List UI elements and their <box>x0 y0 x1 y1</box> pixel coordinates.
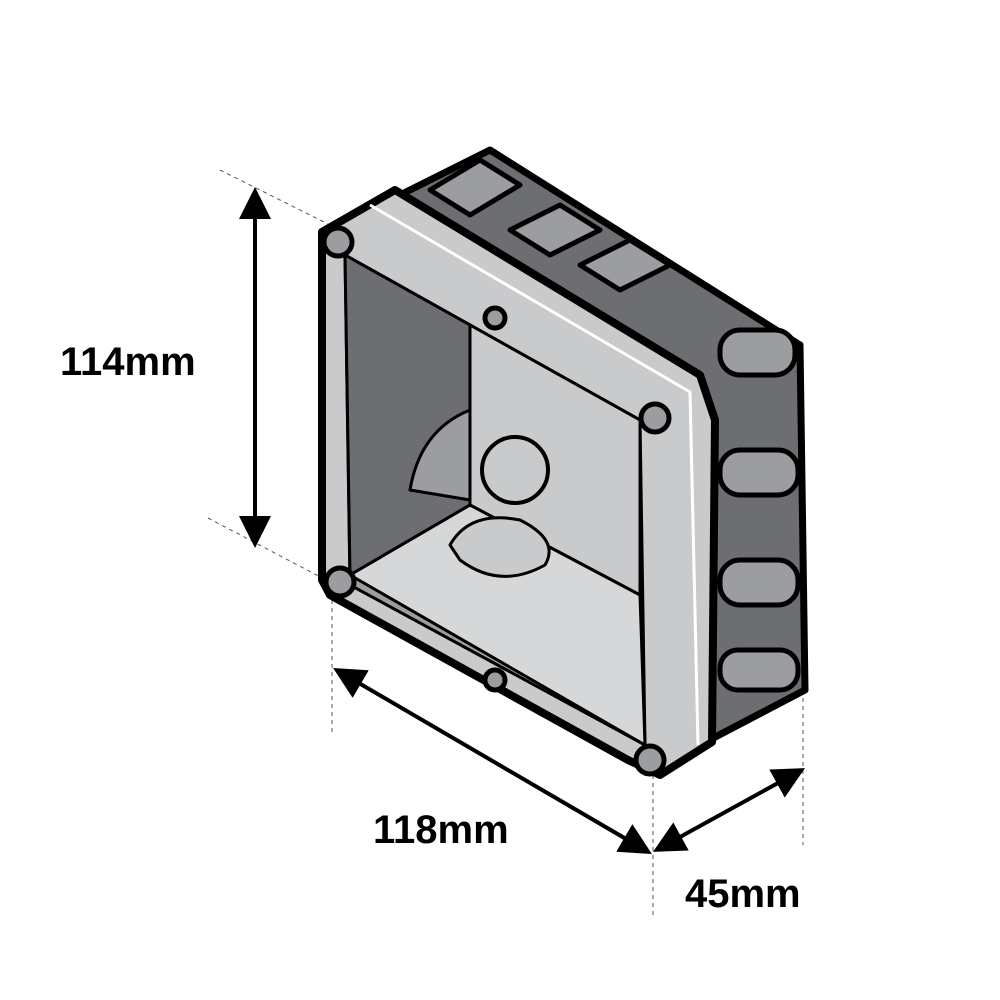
depth-label: 45mm <box>685 872 801 916</box>
width-arrow <box>333 667 652 855</box>
width-label: 118mm <box>373 808 509 852</box>
side-ribs <box>427 157 801 693</box>
box-front-frame <box>318 186 719 779</box>
height-label: 114mm <box>60 340 196 384</box>
knockout-circle <box>480 435 550 505</box>
screw-posts <box>321 225 672 777</box>
depth-arrow <box>652 768 806 852</box>
